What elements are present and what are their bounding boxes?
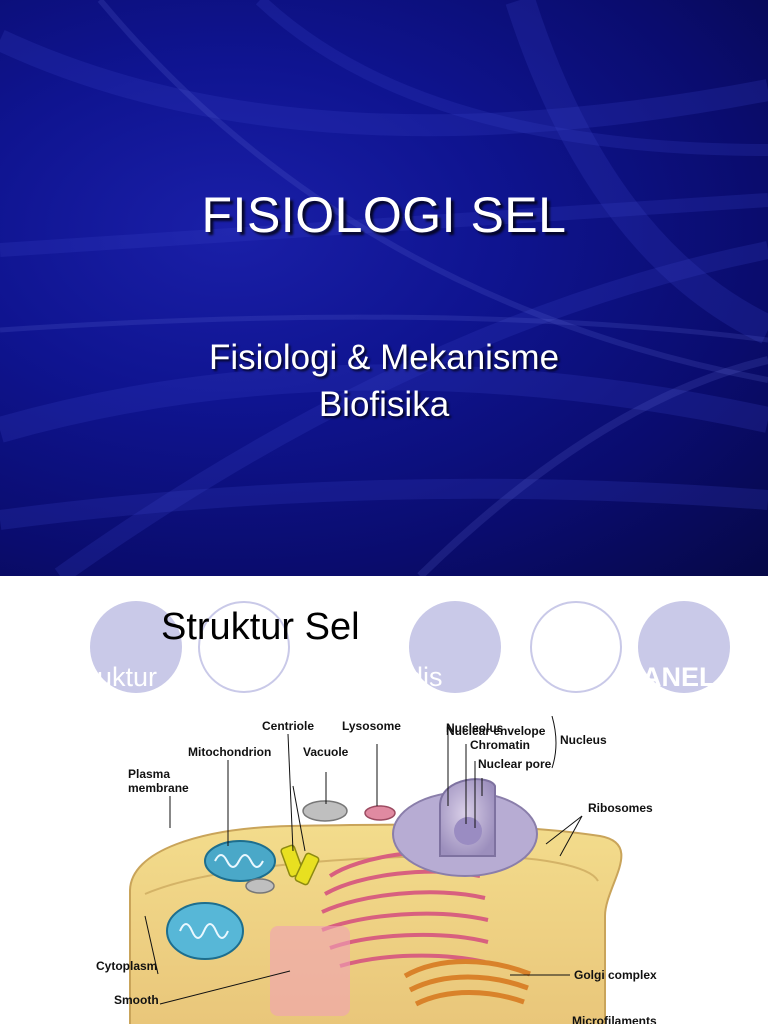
partial-text-right: ANEL: [642, 662, 716, 692]
slide-title: Struktur Sel: [161, 606, 360, 648]
animal-cell-diagram: Centriole Lysosome Mitochondrion Vacuole…: [96, 716, 657, 1024]
decor-circle-4: [530, 601, 622, 693]
label-nuclear-pore: Nuclear pore: [478, 757, 552, 771]
partial-text-left: ruktur: [88, 662, 158, 692]
label-microfilaments: Microfilaments: [572, 1014, 657, 1024]
hidden-body-text: ruktur sir dis ANEL: [0, 658, 768, 698]
label-centriole: Centriole: [262, 719, 314, 733]
slide-subtitle: Fisiologi & Mekanisme Biofisika: [0, 334, 768, 428]
label-nucleolus: Nucleolus: [446, 721, 504, 735]
partial-text-mid: sir dis: [372, 662, 443, 692]
label-ribosomes: Ribosomes: [588, 801, 653, 815]
subtitle-line-1: Fisiologi & Mekanisme: [208, 338, 560, 377]
centriole-shape: [280, 844, 320, 886]
label-chromatin: Chromatin: [470, 738, 530, 752]
vacuole-lysosome: [245, 800, 396, 894]
label-mitochondrion: Mitochondrion: [188, 745, 271, 759]
label-nuclear-envelope-html: Nuclear envelope: [446, 724, 546, 738]
label-membrane: membrane: [128, 781, 189, 795]
er-fill: [270, 926, 350, 1016]
label-plasma: Plasma: [128, 767, 170, 781]
label-cytoplasm: Cytoplasm: [96, 959, 157, 973]
label-golgi: Golgi complex: [574, 968, 657, 982]
subtitle-line-2: Biofisika: [318, 385, 450, 424]
decor-circle-2: [198, 601, 290, 693]
mitochondrion-shapes: [166, 840, 276, 960]
golgi-shape: [403, 959, 531, 1007]
decor-circle-5: [638, 601, 730, 693]
leader-lines: [144, 716, 583, 1005]
nucleus-shape: [392, 778, 538, 877]
label-vacuole: Vacuole: [303, 745, 349, 759]
slide-title: FISIOLOGI SEL: [201, 187, 567, 243]
title-slide: FISIOLOGI SEL Fisiologi & Mekanisme Biof…: [0, 0, 768, 576]
label-lysosome: Lysosome: [342, 719, 401, 733]
decor-circle-1: [90, 601, 182, 693]
decor-circle-3: [409, 601, 501, 693]
label-smooth: Smooth: [114, 993, 159, 1007]
label-nucleus: Nucleus: [560, 733, 607, 747]
background-rays: [0, 0, 768, 576]
cell-structure-slide: Struktur Sel ruktur sir dis ANEL: [0, 576, 768, 1024]
